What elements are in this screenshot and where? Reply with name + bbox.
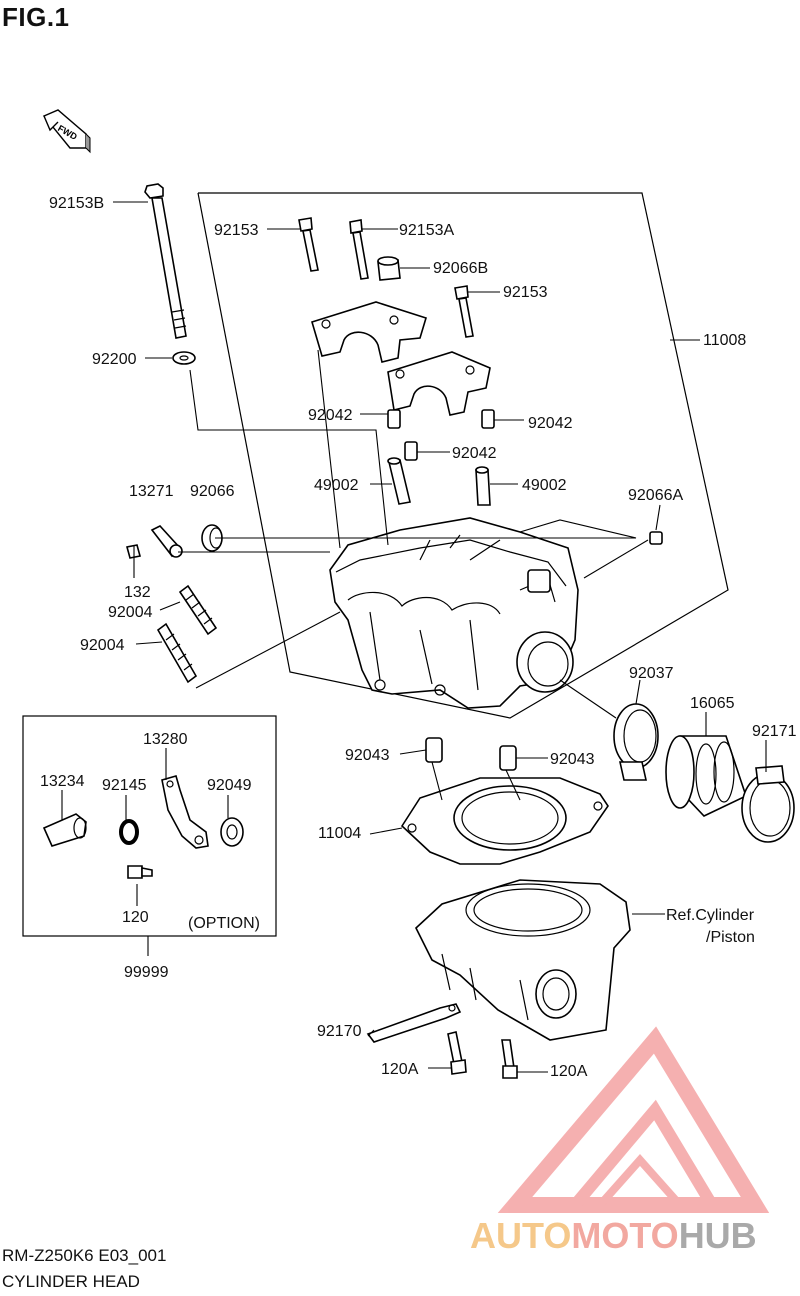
callout-92171: 92171	[752, 723, 797, 740]
camshaft-cap-rear	[387, 351, 491, 416]
callout-13271: 13271	[129, 483, 174, 500]
callout-92200: 92200	[92, 351, 137, 368]
callout-92004-upper: 92004	[108, 604, 153, 621]
figure-title: FIG.1	[2, 2, 70, 32]
watermark-brand-text: AUTOMOTOHUB	[470, 1215, 757, 1256]
bolt-120	[127, 865, 153, 879]
clamp-92037	[613, 703, 659, 781]
bolt-120a-left	[447, 1031, 467, 1075]
diagram-code: RM-Z250K6 E03_001	[2, 1246, 167, 1265]
washer-92200	[172, 351, 196, 365]
stud-92004-upper	[178, 584, 218, 636]
dowel-92042-center	[404, 441, 418, 461]
clamp-92171	[741, 765, 795, 843]
callout-92170: 92170	[317, 1023, 362, 1040]
callout-132: 132	[124, 584, 151, 601]
option-label: (OPTION)	[188, 915, 260, 932]
callout-11008: 11008	[703, 332, 746, 349]
collar-92066b	[377, 256, 401, 281]
spring-92145	[119, 819, 139, 845]
callout-13280: 13280	[143, 731, 188, 748]
callout-120a-left: 120A	[381, 1061, 419, 1078]
callout-16065: 16065	[690, 695, 735, 712]
bolt-120a-right	[501, 1039, 518, 1079]
chain-guide-92170	[366, 1003, 462, 1043]
callout-92153a: 92153A	[399, 222, 454, 239]
callout-92037: 92037	[629, 665, 674, 682]
callout-92066b: 92066B	[433, 260, 488, 277]
callout-92043-left: 92043	[345, 747, 390, 764]
cylinder-head	[329, 517, 579, 709]
dowel-92043-right	[499, 745, 517, 771]
camshaft-cap-front	[311, 301, 427, 363]
callout-99999: 99999	[124, 964, 169, 981]
callout-92042-center: 92042	[452, 445, 497, 462]
bolt-92153-a	[298, 217, 319, 272]
pin-13271	[150, 525, 183, 558]
callout-92153b: 92153B	[49, 195, 104, 212]
callout-92049: 92049	[207, 777, 252, 794]
plug-92066a	[649, 531, 663, 545]
head-gasket-11004	[400, 777, 609, 865]
callout-92042-right: 92042	[528, 415, 573, 432]
cylinder-reference	[415, 879, 631, 1041]
callout-92153-top: 92153	[214, 222, 259, 239]
callout-92043-right: 92043	[550, 751, 595, 768]
valve-guide-49002-right	[475, 466, 491, 506]
callout-92066a: 92066A	[628, 487, 683, 504]
callout-92004-lower: 92004	[80, 637, 125, 654]
bolt-92153a	[349, 219, 369, 280]
callout-92153-right: 92153	[503, 284, 548, 301]
forward-arrow-icon: FWD	[42, 109, 91, 154]
shaft-13234	[42, 813, 87, 847]
cam-lever-13280	[161, 775, 209, 849]
valve-guide-49002-left	[387, 457, 411, 505]
callout-92066: 92066	[190, 483, 235, 500]
ref-piston-label: /Piston	[706, 929, 755, 946]
callout-13234: 13234	[40, 773, 85, 790]
ref-cylinder-label: Ref.Cylinder	[666, 907, 755, 924]
bolt-92153-b	[454, 285, 474, 338]
watermark-brand: AUTOMOTOHUB	[470, 1215, 757, 1256]
bolt-92153b	[144, 183, 187, 339]
assembly-outline	[197, 192, 729, 719]
intake-boot-16065	[665, 735, 747, 817]
callout-11004: 11004	[318, 825, 361, 842]
callout-49002-right: 49002	[522, 477, 567, 494]
dowel-92042-left	[387, 409, 401, 429]
part-callouts: 92153B 92153 92153A 92066B 92153 11008 9…	[40, 195, 797, 1080]
callout-92145: 92145	[102, 777, 147, 794]
diagram-title: CYLINDER HEAD	[2, 1272, 140, 1291]
leader-lines	[61, 201, 767, 1073]
seal-92049	[220, 817, 244, 847]
callout-120a-right: 120A	[550, 1063, 588, 1080]
option-kit-box	[22, 715, 277, 937]
dowel-92043-left	[425, 737, 443, 763]
stud-92004-lower	[156, 622, 198, 684]
watermark-logo	[497, 1026, 770, 1213]
dowel-92042-right	[481, 409, 495, 429]
callout-92042-left: 92042	[308, 407, 353, 424]
callout-49002-left: 49002	[314, 477, 359, 494]
callout-120: 120	[122, 909, 149, 926]
